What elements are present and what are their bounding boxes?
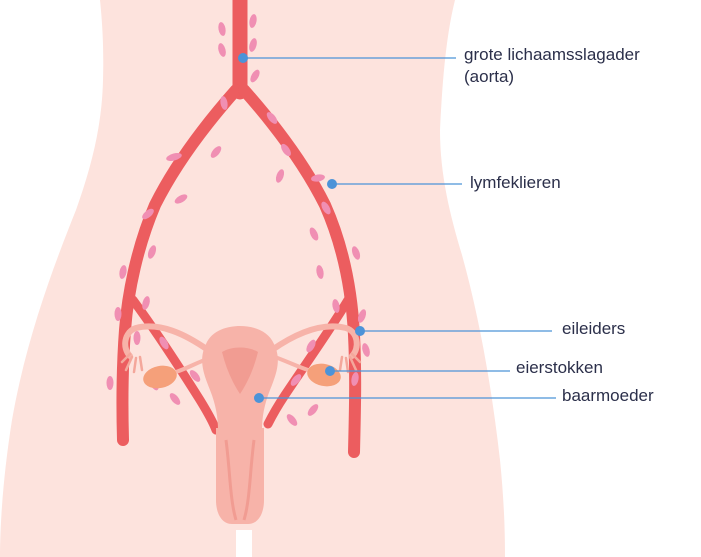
aorta-label-line1: grote lichaamsslagader (464, 44, 640, 66)
uterus-pointer-dot (254, 393, 264, 403)
lymph-nodes-label: lymfeklieren (470, 172, 561, 194)
lymph-node (107, 376, 114, 390)
tubes-pointer-dot (355, 326, 365, 336)
lymph-node (115, 307, 122, 321)
fallopian-tubes-label: eileiders (562, 318, 625, 340)
ovaries-label: eierstokken (516, 357, 603, 379)
aorta-label: grote lichaamsslagader (aorta) (464, 44, 640, 88)
lymph-pointer-dot (327, 179, 337, 189)
aorta-pointer-dot (238, 53, 248, 63)
lymph-node (134, 331, 141, 345)
cervix (216, 428, 264, 524)
uterus-label: baarmoeder (562, 385, 654, 407)
aorta-label-line2: (aorta) (464, 66, 640, 88)
ovaries-pointer-dot (325, 366, 335, 376)
